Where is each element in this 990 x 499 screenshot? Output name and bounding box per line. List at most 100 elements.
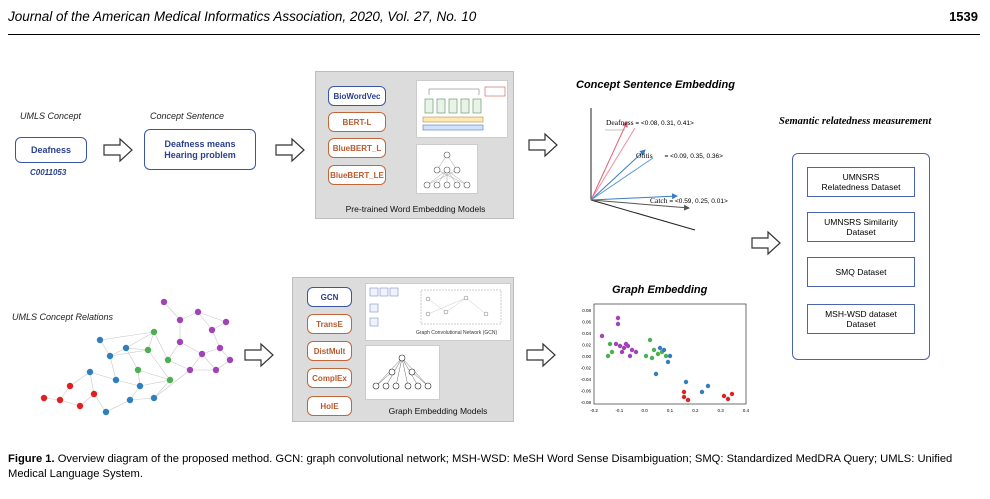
graph-node bbox=[106, 352, 114, 360]
graph-edge bbox=[179, 341, 203, 355]
nn-architecture-diagram bbox=[423, 151, 471, 189]
scatter-point bbox=[649, 355, 655, 361]
scatter-point bbox=[699, 389, 705, 395]
scatter-point bbox=[599, 333, 605, 339]
graph-edge bbox=[197, 311, 213, 331]
arrow-4 bbox=[751, 230, 781, 256]
graph-embedding-scatter: 0.080.060.040.020.00-0.02-0.04-0.06-0.08… bbox=[581, 303, 750, 413]
scatter-xtick: -0.1 bbox=[615, 408, 623, 413]
gcn-diagram bbox=[369, 287, 502, 327]
graph-edge bbox=[139, 379, 171, 387]
model-label: TransE bbox=[316, 319, 343, 329]
arrow-1 bbox=[103, 137, 133, 163]
scatter-point bbox=[621, 345, 627, 351]
arrow-6 bbox=[526, 342, 556, 368]
gcn-inset-caption: Graph Convolutional Network (GCN) bbox=[416, 330, 498, 336]
graph-edge bbox=[93, 393, 107, 413]
graph-node bbox=[134, 366, 142, 374]
scatter-point bbox=[609, 349, 615, 355]
graph-edge bbox=[153, 331, 169, 361]
graph-edge bbox=[125, 347, 139, 371]
dataset-umnsrs-similarity: UMNSRS Similarity Dataset bbox=[807, 212, 915, 242]
vector-deafness-label: Deafness = <0.08, 0.31, 0.41> bbox=[606, 118, 694, 127]
arrow-3 bbox=[528, 132, 558, 158]
bert-architecture-diagram bbox=[422, 86, 506, 131]
concept-sentence-text: Deafness means Hearing problem bbox=[164, 138, 236, 160]
dataset-smq: SMQ Dataset bbox=[807, 257, 915, 287]
graph-node bbox=[150, 394, 158, 402]
figure-caption-label: Figure 1. bbox=[8, 453, 55, 465]
scatter-point bbox=[613, 341, 619, 347]
graph-node bbox=[126, 396, 134, 404]
gcn-inset: Graph Convolutional Network (GCN) bbox=[365, 283, 511, 341]
model-gcn: GCN bbox=[307, 287, 352, 307]
scatter-ytick: -0.08 bbox=[581, 400, 592, 405]
scatter-point bbox=[615, 315, 621, 321]
scatter-point bbox=[683, 379, 689, 385]
scatter-point bbox=[685, 397, 691, 403]
dataset-msh-wsd: MSH-WSD dataset Dataset bbox=[807, 304, 915, 334]
scatter-point bbox=[633, 349, 639, 355]
concept-sentence-embedding-title: Concept Sentence Embedding bbox=[576, 79, 735, 91]
concept-sentence-label: Concept Sentence bbox=[150, 111, 225, 121]
graph-node bbox=[136, 382, 144, 390]
graph-models-caption: Graph Embedding Models bbox=[388, 406, 488, 416]
dataset-line2: Dataset bbox=[846, 227, 876, 237]
graph-edge bbox=[137, 369, 171, 381]
graph-edge bbox=[125, 331, 155, 349]
scatter-point bbox=[651, 347, 657, 353]
header-rule bbox=[8, 34, 980, 35]
graph-edge bbox=[89, 371, 117, 381]
vector-axis-x bbox=[590, 199, 696, 231]
bert-architecture-inset bbox=[416, 80, 508, 138]
graph-edge bbox=[167, 341, 181, 361]
concept-term: Deafness bbox=[30, 145, 72, 155]
scatter-point bbox=[617, 343, 623, 349]
graph-edge bbox=[109, 349, 149, 357]
graph-node bbox=[86, 368, 94, 376]
graph-edge bbox=[99, 331, 155, 341]
graph-edge bbox=[115, 379, 141, 387]
model-bluebert-le: BlueBERT_LE bbox=[328, 165, 386, 185]
figure-caption-text: Overview diagram of the proposed method.… bbox=[8, 453, 953, 480]
graph-node bbox=[176, 338, 184, 346]
model-biowordvec: BioWordVec bbox=[328, 86, 386, 106]
graph-node bbox=[186, 366, 194, 374]
dataset-line1: MSH-WSD dataset bbox=[825, 309, 897, 319]
vector-deafness-b bbox=[590, 127, 636, 201]
scatter-point bbox=[661, 347, 667, 353]
graph-node bbox=[226, 356, 234, 364]
graph-embedding-panel: GCN TransE DistMult ComplEx HolE bbox=[292, 277, 514, 422]
scatter-ytick: 0.06 bbox=[582, 320, 591, 325]
vector-plot bbox=[590, 108, 696, 231]
graph-node bbox=[122, 344, 130, 352]
page-number: 1539 bbox=[949, 9, 978, 24]
vector-otitis bbox=[590, 149, 646, 201]
umls-relations-label: UMLS Concept Relations bbox=[12, 312, 114, 322]
scatter-xtick: 0.2 bbox=[692, 408, 699, 413]
model-hole: HolE bbox=[307, 396, 352, 416]
scatter-point bbox=[705, 383, 711, 389]
graph-node bbox=[66, 382, 74, 390]
graph-node bbox=[76, 402, 84, 410]
scatter-point bbox=[623, 341, 629, 347]
model-transe: TransE bbox=[307, 314, 352, 334]
graph-node bbox=[222, 318, 230, 326]
scatter-point bbox=[729, 391, 735, 397]
scatter-point bbox=[653, 371, 659, 377]
scatter-ytick: -0.06 bbox=[581, 389, 592, 394]
vector-catch bbox=[590, 193, 678, 201]
graph-node bbox=[96, 336, 104, 344]
dataset-line1: UMNSRS Similarity bbox=[824, 217, 898, 227]
graph-edge bbox=[59, 399, 81, 407]
vector-value: = <0.08, 0.31, 0.41> bbox=[635, 120, 694, 127]
graph-node bbox=[90, 390, 98, 398]
graph-node bbox=[150, 328, 158, 336]
graph-edge bbox=[125, 347, 149, 351]
concept-cui: C0011053 bbox=[30, 168, 67, 177]
vector-term: Deafness bbox=[606, 118, 634, 127]
scatter-ytick: 0.08 bbox=[582, 308, 591, 313]
scatter-ytick: 0.04 bbox=[582, 331, 591, 336]
scatter-ytick: 0.00 bbox=[582, 354, 591, 359]
graph-node bbox=[176, 316, 184, 324]
